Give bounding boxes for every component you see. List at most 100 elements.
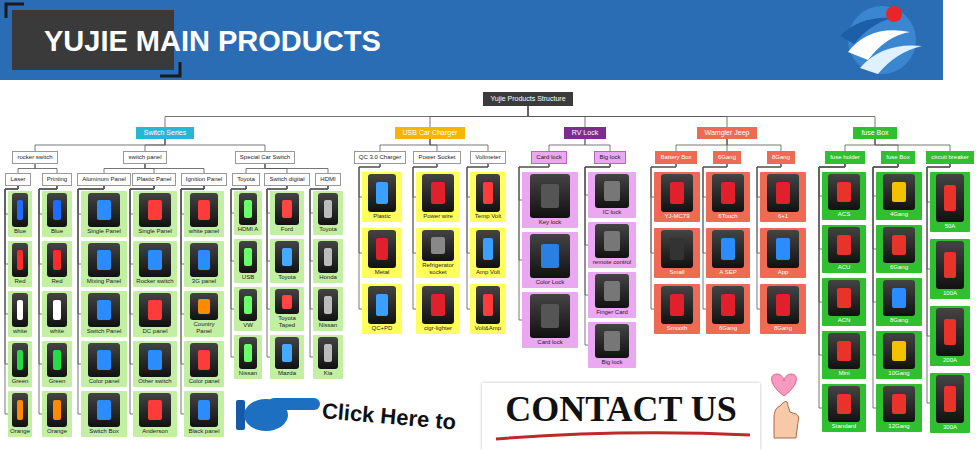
product-card: Toyota xyxy=(313,191,343,235)
product-label: 200A xyxy=(943,357,957,364)
product-image xyxy=(12,343,28,377)
product-image xyxy=(275,241,298,273)
product-light xyxy=(541,184,559,209)
product-image xyxy=(190,293,218,320)
product-image xyxy=(88,393,121,427)
tree-line xyxy=(35,139,165,151)
product-light xyxy=(837,182,851,202)
product-card: Switch Panel xyxy=(81,291,127,337)
product-light xyxy=(837,235,851,255)
product-card: Standard xyxy=(822,384,866,432)
product-light xyxy=(776,294,790,315)
product-image xyxy=(936,308,964,356)
product-card: Color panel xyxy=(81,341,127,387)
product-light xyxy=(837,341,851,361)
tree-line xyxy=(875,139,950,151)
product-image xyxy=(712,286,743,324)
box-label: Switch digital xyxy=(269,176,304,182)
product-label: Volt&Amp xyxy=(475,325,501,332)
product-image xyxy=(190,393,218,427)
product-light xyxy=(776,182,790,203)
product-image xyxy=(883,174,916,210)
product-image xyxy=(12,393,28,427)
product-label: 6Gang xyxy=(719,325,737,332)
product-image xyxy=(595,174,629,208)
group-box: Printing xyxy=(42,173,72,186)
product-image xyxy=(88,343,121,377)
product-image xyxy=(936,174,964,222)
product-label: Color panel xyxy=(189,378,220,385)
product-card: Other switch xyxy=(133,341,177,387)
product-light xyxy=(670,238,684,259)
product-light xyxy=(376,294,388,315)
product-image xyxy=(476,174,501,212)
product-image xyxy=(712,174,743,212)
product-image xyxy=(239,193,258,225)
pointing-hand xyxy=(236,388,322,434)
tree-line xyxy=(845,139,875,151)
product-label: Red xyxy=(51,278,62,285)
product-label: QC+PD xyxy=(372,325,393,332)
product-card: white xyxy=(8,291,32,337)
box-label: QC 3.0 Charger xyxy=(359,154,401,160)
product-light xyxy=(604,231,619,250)
product-light xyxy=(604,181,619,200)
product-card: ACU xyxy=(822,225,866,273)
product-label: VW xyxy=(243,322,253,329)
box-label: HDMI xyxy=(320,176,335,182)
product-image xyxy=(767,230,800,268)
product-card: Color panel xyxy=(184,341,224,387)
product-card: Volt&Amp xyxy=(470,284,506,334)
product-light xyxy=(244,344,252,362)
product-light xyxy=(282,248,292,266)
product-light xyxy=(53,400,62,419)
product-image xyxy=(530,174,571,218)
group-box: Battery Box xyxy=(655,151,696,164)
product-card: Honda xyxy=(313,239,343,283)
product-card: VW xyxy=(234,287,262,331)
product-image xyxy=(661,230,694,268)
product-label: Kia xyxy=(324,370,333,377)
product-light xyxy=(324,248,333,266)
product-image xyxy=(139,393,170,427)
group-box: QC 3.0 Charger xyxy=(354,151,406,164)
product-image xyxy=(595,324,629,358)
tree-line xyxy=(528,106,875,127)
contact-text: CONTACT US xyxy=(482,388,760,430)
group-box: 6Gang xyxy=(713,151,741,164)
banner-title: YUJIE MAIN PRODUCTS xyxy=(44,24,381,58)
product-card: 50A xyxy=(930,172,970,232)
product-card: 8Gang xyxy=(760,284,806,334)
product-card: Mini xyxy=(822,331,866,379)
product-label: YJ-MC79 xyxy=(664,213,689,220)
product-light xyxy=(483,294,494,315)
product-light xyxy=(198,350,210,369)
product-light xyxy=(97,250,111,269)
product-card: 6Gang xyxy=(706,284,750,334)
product-light xyxy=(97,400,111,419)
box-label: Power Socket xyxy=(418,154,455,160)
category-box: Wamgler Jeep xyxy=(697,127,758,139)
product-card: Temp Volt xyxy=(470,172,506,222)
group-box: Special Car Switch xyxy=(235,151,295,164)
box-label: Battery Box xyxy=(660,154,691,160)
box-label: circuit breaker xyxy=(931,154,969,160)
product-light xyxy=(604,281,619,300)
product-light xyxy=(148,300,162,319)
product-label: Honda xyxy=(319,274,337,281)
product-card: Anderson xyxy=(133,391,177,437)
product-light xyxy=(282,200,292,218)
product-label: Nissan xyxy=(239,370,257,377)
product-label: Amp Volt xyxy=(476,269,500,276)
product-light xyxy=(721,294,735,315)
product-image xyxy=(139,343,170,377)
product-card: YJ-MC79 xyxy=(654,172,700,222)
product-label: Metal xyxy=(375,269,390,276)
product-label: Toyota Taped xyxy=(272,315,302,329)
product-card: Toyota xyxy=(270,239,304,283)
box-label: fuse holder xyxy=(830,154,860,160)
product-image xyxy=(883,386,916,422)
product-card: Orange xyxy=(42,391,72,437)
product-label: Small xyxy=(669,269,684,276)
product-card: Country Panel xyxy=(184,291,224,337)
